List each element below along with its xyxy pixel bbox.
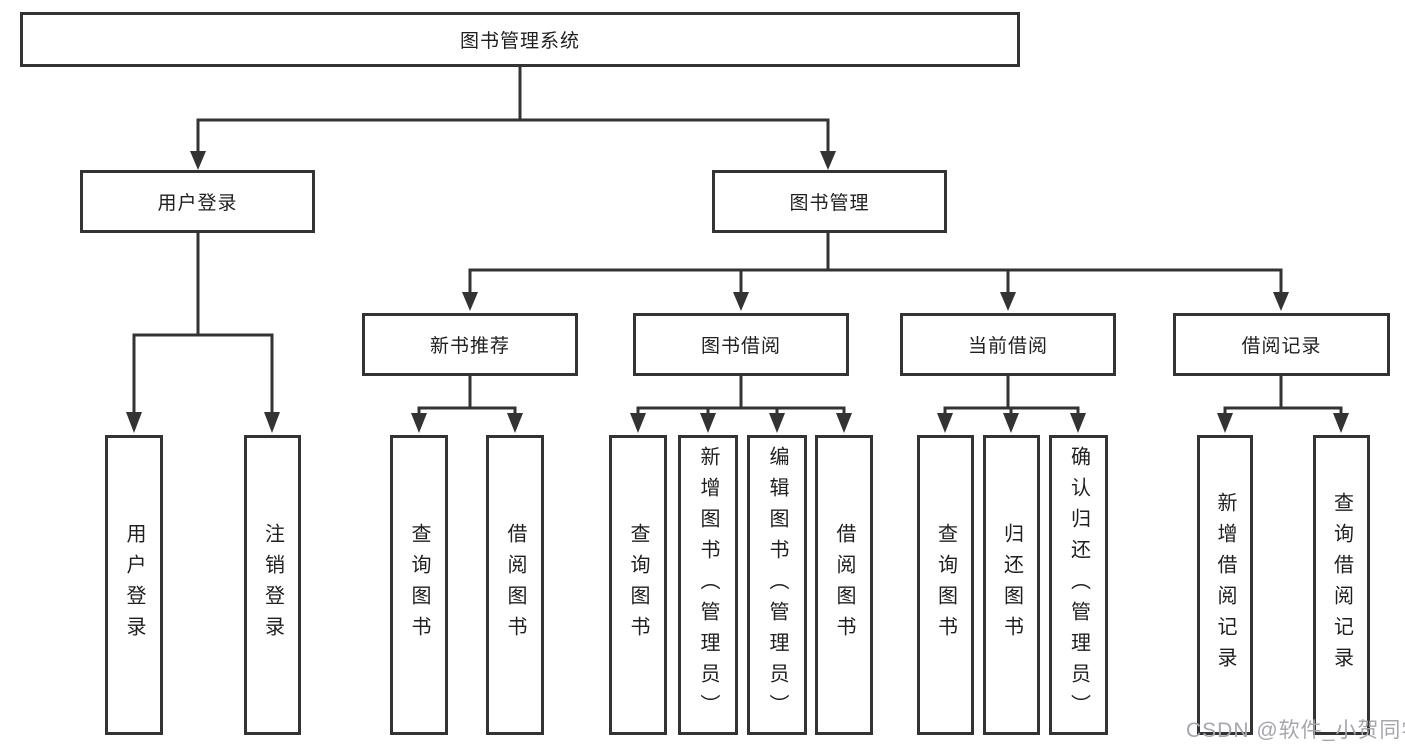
leaf-label: 查询图书 [627,523,649,647]
leaf-label: 借阅图书 [833,523,855,647]
leaf-query-books-recommend: 查询图书 [390,435,448,735]
leaf-add-borrow-record: 新增借阅记录 [1197,435,1253,735]
leaf-label: 注销登录 [261,523,284,647]
leaf-label: 归还图书 [1000,523,1023,647]
leaf-label: 查询图书 [934,523,957,647]
leaf-edit-books-admin: 编辑图书（管理员） [747,435,807,735]
node-current-borrow: 当前借阅 [900,313,1116,376]
leaf-logout: 注销登录 [244,435,301,735]
leaf-label: 新增图书（管理员） [697,445,719,725]
leaf-label: 确认归还（管理员） [1067,445,1090,725]
node-borrow-records: 借阅记录 [1173,313,1390,376]
leaf-label: 借阅图书 [504,523,526,647]
leaf-label: 用户登录 [123,523,145,647]
watermark: CSDN @软件_小贺同学 [1186,719,1405,742]
leaf-query-books-borrow: 查询图书 [609,435,667,735]
leaf-borrow-books-recommend: 借阅图书 [486,435,544,735]
leaf-confirm-return-admin: 确认归还（管理员） [1049,435,1108,735]
node-book-borrow: 图书借阅 [633,313,849,376]
node-book-management: 图书管理 [712,170,947,233]
node-new-book-recommend: 新书推荐 [362,313,578,376]
leaf-label: 新增借阅记录 [1214,492,1236,678]
leaf-user-login: 用户登录 [105,435,163,735]
leaf-label: 编辑图书（管理员） [766,445,788,725]
leaf-query-borrow-record: 查询借阅记录 [1313,435,1370,735]
leaf-label: 查询图书 [408,523,430,647]
leaf-query-books-current: 查询图书 [917,435,974,735]
node-library-management-system: 图书管理系统 [20,12,1020,67]
node-user-login: 用户登录 [80,170,315,233]
leaf-borrow-books: 借阅图书 [815,435,873,735]
leaf-add-books-admin: 新增图书（管理员） [678,435,738,735]
leaf-label: 查询借阅记录 [1330,492,1353,678]
leaf-return-books: 归还图书 [983,435,1040,735]
